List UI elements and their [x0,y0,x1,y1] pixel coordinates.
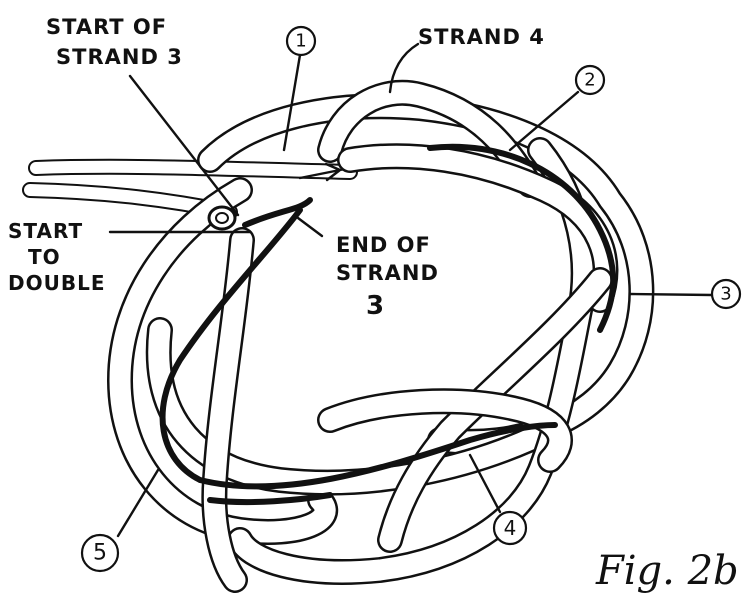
start-double-label-2: TO [28,245,61,269]
marker-2: 2 [576,66,604,94]
figure-caption: Fig. 2b [595,548,739,593]
marker-3: 3 [712,280,740,308]
start-double-label-3: DOUBLE [8,271,106,295]
marker-3-number: 3 [720,284,731,305]
strand4-label: STRAND 4 [418,25,545,49]
marker-4-number: 4 [504,516,517,540]
marker-5-number: 5 [93,541,107,566]
end-strand3-label-1: END OF [336,233,431,257]
end-strand3-label-2: STRAND [336,261,439,285]
marker-1: 1 [287,27,315,55]
start-double-loop [209,207,235,229]
start-strand3-label-2: STRAND 3 [56,45,183,69]
start-double-label-1: START [8,219,83,243]
marker-5: 5 [82,535,118,571]
end-strand3-label-3: 3 [366,291,385,321]
marker-4: 4 [494,512,526,544]
marker-1-number: 1 [295,31,306,52]
start-strand3-label-1: START OF [46,15,167,39]
marker-2-number: 2 [584,70,595,91]
